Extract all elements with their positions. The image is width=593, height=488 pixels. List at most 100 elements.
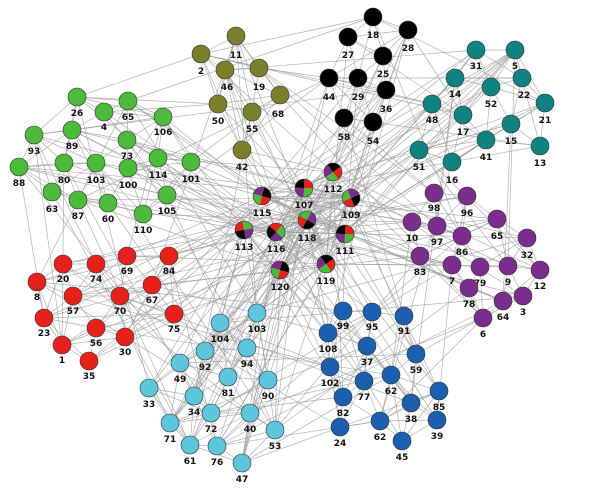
network-edge bbox=[407, 29, 464, 116]
node-107: 107 bbox=[295, 178, 314, 211]
network-edge bbox=[77, 199, 191, 446]
node-circle bbox=[191, 44, 211, 64]
node-outline bbox=[323, 162, 343, 182]
node-circle bbox=[226, 26, 246, 46]
node-label: 82 bbox=[337, 409, 350, 419]
node-53: 53 bbox=[265, 420, 285, 452]
node-30: 30 bbox=[115, 327, 135, 358]
pie-slice bbox=[235, 221, 244, 232]
node-circle bbox=[210, 313, 230, 333]
network-edge bbox=[275, 231, 403, 442]
node-circle bbox=[215, 60, 235, 80]
network-edge bbox=[279, 103, 433, 271]
network-edge bbox=[490, 86, 546, 104]
network-edge bbox=[151, 284, 329, 334]
node-circle bbox=[159, 246, 179, 266]
node-65: 65 bbox=[118, 91, 138, 123]
network-edge bbox=[216, 420, 381, 447]
network-edge bbox=[344, 114, 464, 235]
node-circle bbox=[487, 209, 507, 229]
node-circle bbox=[117, 246, 137, 266]
network-edge bbox=[379, 317, 484, 422]
node-label: 55 bbox=[246, 125, 259, 135]
node-119: 119 bbox=[317, 254, 335, 287]
node-circle bbox=[357, 336, 377, 356]
node-label: 107 bbox=[295, 201, 314, 211]
network-edge bbox=[275, 103, 433, 233]
node-circle bbox=[457, 186, 477, 206]
network-edge bbox=[88, 269, 281, 362]
pie-slice bbox=[267, 226, 276, 239]
network-edge bbox=[275, 89, 387, 233]
node-label: 111 bbox=[336, 247, 355, 257]
node-label: 59 bbox=[410, 366, 423, 376]
node-label: 15 bbox=[505, 137, 518, 147]
network-edge bbox=[279, 269, 331, 368]
network-edge bbox=[451, 102, 546, 163]
network-edge bbox=[274, 269, 281, 431]
node-circle bbox=[139, 378, 159, 398]
node-label: 22 bbox=[518, 91, 531, 101]
pie-slice bbox=[351, 194, 360, 207]
node-circle bbox=[265, 420, 285, 440]
node-label: 38 bbox=[405, 415, 418, 425]
pie-slice bbox=[335, 233, 345, 243]
network-edge bbox=[62, 263, 251, 414]
node-87: 87 bbox=[68, 190, 88, 222]
network-edge bbox=[224, 69, 308, 221]
node-label: 5 bbox=[512, 62, 518, 72]
node-6: 6 bbox=[473, 308, 493, 340]
node-circle bbox=[470, 257, 490, 277]
node-38: 38 bbox=[401, 393, 421, 425]
node-label: 33 bbox=[143, 400, 156, 410]
node-2: 2 bbox=[191, 44, 211, 77]
node-label: 71 bbox=[164, 435, 177, 445]
node-52: 52 bbox=[481, 77, 501, 110]
node-label: 79 bbox=[474, 279, 487, 289]
network-edge bbox=[71, 129, 327, 265]
node-103: 103 bbox=[87, 153, 105, 186]
network-edge bbox=[210, 380, 365, 414]
network-edge bbox=[124, 284, 153, 338]
node-circle bbox=[530, 260, 550, 280]
network-edge bbox=[95, 263, 171, 424]
node-label: 37 bbox=[361, 358, 374, 368]
node-label: 88 bbox=[13, 179, 26, 189]
network-edge bbox=[343, 117, 405, 317]
node-26: 26 bbox=[67, 87, 87, 119]
network-edge bbox=[126, 116, 164, 257]
node-label: 78 bbox=[463, 300, 476, 310]
node-label: 24 bbox=[334, 439, 347, 449]
network-edge bbox=[162, 116, 263, 197]
node-circle bbox=[373, 46, 393, 66]
node-77: 77 bbox=[354, 371, 374, 403]
node-55: 55 bbox=[242, 102, 262, 135]
node-circle bbox=[208, 94, 228, 114]
network-edge bbox=[126, 139, 352, 199]
network-edge bbox=[275, 231, 346, 235]
node-label: 9 bbox=[505, 278, 511, 288]
node-circle bbox=[401, 393, 421, 413]
node-circle bbox=[498, 256, 518, 276]
node-circle bbox=[34, 308, 54, 328]
node-circle bbox=[409, 140, 429, 160]
node-label: 68 bbox=[272, 110, 285, 120]
node-label: 75 bbox=[168, 325, 181, 335]
node-39: 39 bbox=[427, 410, 447, 442]
network-edge bbox=[258, 67, 330, 79]
node-circle bbox=[62, 120, 82, 140]
node-circle bbox=[237, 338, 257, 358]
network-edge bbox=[76, 96, 150, 389]
network-edge bbox=[347, 29, 409, 38]
node-13: 13 bbox=[530, 136, 550, 169]
node-circle bbox=[459, 278, 479, 298]
node-label: 97 bbox=[431, 238, 444, 248]
node-circle bbox=[94, 102, 114, 122]
pie-slice bbox=[326, 258, 335, 272]
network-edge bbox=[261, 195, 352, 199]
network-edge bbox=[162, 116, 245, 231]
node-114: 114 bbox=[149, 148, 167, 181]
node-44: 44 bbox=[319, 68, 339, 103]
node-99: 99 bbox=[333, 301, 353, 332]
